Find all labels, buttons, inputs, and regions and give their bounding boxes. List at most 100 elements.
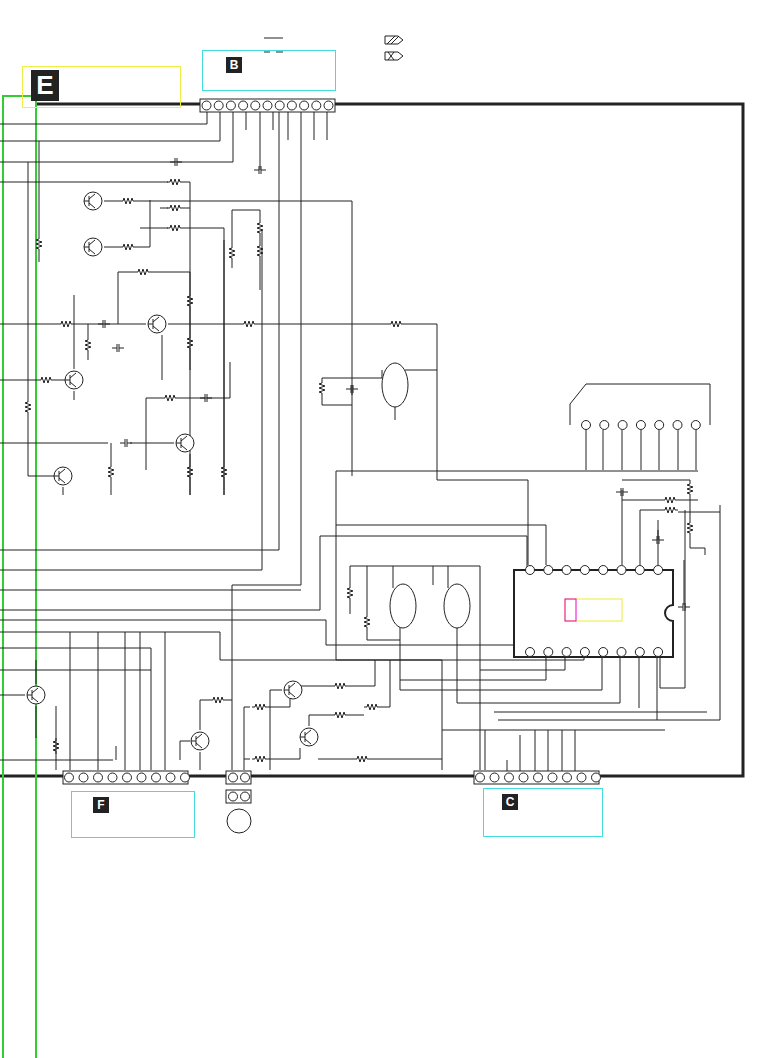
- resistor-symbol: [108, 464, 114, 480]
- pin: [214, 101, 223, 110]
- signal-arrow: [385, 36, 403, 44]
- resistor-symbol: [252, 756, 268, 762]
- resistor-symbol: [25, 399, 31, 415]
- resistor-symbol: [354, 756, 370, 762]
- pin: [526, 648, 535, 657]
- capacitor-symbol: [346, 385, 358, 393]
- pin: [592, 773, 601, 782]
- pin: [65, 773, 74, 782]
- board-edge: [0, 104, 743, 776]
- pin: [79, 773, 88, 782]
- pin: [312, 101, 321, 110]
- pin: [599, 566, 608, 575]
- connector-letter: F: [93, 797, 109, 813]
- pin: [275, 101, 284, 110]
- resistor-symbol: [241, 321, 257, 327]
- resistor-symbol: [167, 225, 183, 231]
- transistor-symbol: [191, 732, 209, 750]
- pins: [65, 101, 701, 801]
- wire: [0, 632, 584, 770]
- pin: [548, 773, 557, 782]
- resistor-symbol: [187, 335, 193, 351]
- connector-label-box: F: [71, 791, 195, 838]
- transistor-symbol: [176, 434, 194, 452]
- connector-strips: [63, 99, 710, 833]
- pin: [580, 566, 589, 575]
- pin: [636, 421, 645, 430]
- transistor-symbol: [84, 238, 102, 256]
- wire: [400, 657, 657, 720]
- ic-marker-frame: [565, 599, 576, 621]
- resistor-symbol: [662, 507, 678, 513]
- pin: [505, 773, 514, 782]
- wires: [0, 111, 720, 783]
- capacitor-symbol: [200, 394, 212, 402]
- ic-body: [514, 570, 673, 657]
- pin-strip: [226, 790, 251, 803]
- pin: [562, 566, 571, 575]
- resistor-symbol: [187, 293, 193, 309]
- pin: [577, 773, 586, 782]
- transistor-symbols: [27, 192, 470, 750]
- pin: [300, 101, 309, 110]
- pin: [519, 773, 528, 782]
- resistor-symbol: [58, 321, 74, 327]
- capacitor-symbol: [652, 536, 664, 544]
- pin: [229, 792, 238, 801]
- transistor-symbol: [84, 192, 102, 210]
- resistor-symbol: [85, 337, 91, 353]
- capacitor-symbol: [120, 439, 132, 447]
- pin: [287, 101, 296, 110]
- wire: [0, 272, 528, 565]
- pin: [324, 101, 333, 110]
- pin-strip: [474, 771, 599, 784]
- pin: [617, 566, 626, 575]
- pin-strip: [63, 771, 188, 784]
- pin: [490, 773, 499, 782]
- connector-label-box: B: [202, 50, 336, 91]
- connector-label-box: E: [22, 66, 181, 108]
- pin: [635, 648, 644, 657]
- resistor-symbol: [53, 738, 59, 754]
- resistor-symbol: [388, 321, 404, 327]
- sensor-symbol: [444, 584, 470, 628]
- resistor-symbol: [257, 243, 263, 259]
- resistor-symbol: [229, 245, 235, 261]
- sensor-symbol: [382, 363, 408, 407]
- resistor-symbol: [662, 497, 678, 503]
- pin: [617, 648, 626, 657]
- pin: [226, 101, 235, 110]
- connector-letter: B: [226, 57, 242, 73]
- transistor-symbol: [54, 467, 72, 485]
- resistor-symbol: [162, 395, 178, 401]
- pin: [599, 648, 608, 657]
- signal-arrow: [385, 52, 403, 60]
- pin: [691, 421, 700, 430]
- pin: [600, 421, 609, 430]
- capacitor-symbol: [112, 344, 124, 352]
- resistor-symbol: [120, 244, 136, 250]
- pin: [618, 421, 627, 430]
- pin: [526, 566, 535, 575]
- resistor-symbol: [36, 236, 42, 252]
- pin: [239, 101, 248, 110]
- resistor-symbol: [364, 704, 380, 710]
- ic-label-frame: [565, 599, 622, 621]
- resistor-symbol: [167, 179, 183, 185]
- speaker-symbol: [227, 809, 251, 833]
- resistor-symbol: [332, 683, 348, 689]
- pin: [202, 101, 211, 110]
- wire: [0, 536, 565, 770]
- pin: [476, 773, 485, 782]
- connector-letter: E: [31, 70, 59, 101]
- sensor-symbol: [390, 584, 416, 628]
- pin: [108, 773, 117, 782]
- resistor-symbol: [257, 220, 263, 236]
- wire: [0, 162, 230, 495]
- wire: [0, 111, 698, 770]
- capacitor-symbol: [678, 603, 690, 611]
- pin: [673, 421, 682, 430]
- resistor-symbol: [332, 712, 348, 718]
